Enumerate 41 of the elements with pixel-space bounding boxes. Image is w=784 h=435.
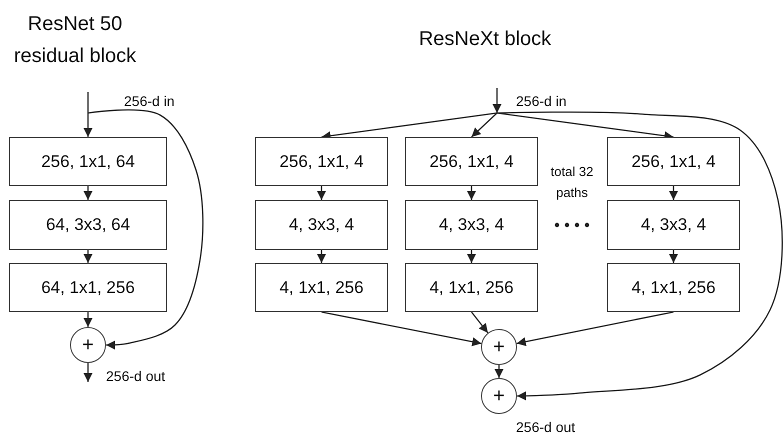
arrow <box>466 250 476 263</box>
layer-box: 64, 3x3, 64 <box>9 200 167 250</box>
layer-box: 64, 1x1, 256 <box>9 263 167 312</box>
layer-box: 256, 1x1, 4 <box>607 137 740 186</box>
layer-box: 256, 1x1, 64 <box>9 137 167 186</box>
arrow <box>83 363 93 382</box>
layer-box: 4, 1x1, 256 <box>607 263 740 312</box>
layer-box: 4, 3x3, 4 <box>607 200 740 250</box>
arrow <box>83 250 93 263</box>
arrow <box>668 186 678 200</box>
arrow <box>471 112 498 138</box>
sum-circle: + <box>70 327 106 363</box>
arrow <box>83 312 93 327</box>
sum-circle: + <box>481 378 517 414</box>
layer-box: 4, 1x1, 256 <box>405 263 538 312</box>
arrow <box>470 312 488 334</box>
arrow <box>316 186 326 200</box>
arrow <box>668 250 678 263</box>
layer-box: 256, 1x1, 4 <box>405 137 538 186</box>
arrow <box>494 365 504 378</box>
sum-circle: + <box>481 329 517 365</box>
annotation-text: 256-d in <box>124 92 176 110</box>
block-heading: ResNet 50 residual block <box>12 12 138 69</box>
arrow <box>496 111 783 400</box>
annotation-text: 256-d out <box>106 367 166 385</box>
annotation-text: 256-d in <box>516 92 568 110</box>
arrow <box>83 92 93 137</box>
layer-box: 4, 1x1, 256 <box>255 263 388 312</box>
arrow <box>83 186 93 200</box>
arrow <box>316 250 326 263</box>
layer-box: 4, 3x3, 4 <box>405 200 538 250</box>
layer-box: 256, 1x1, 4 <box>255 137 388 186</box>
arrow <box>492 88 502 113</box>
layer-box: 4, 3x3, 4 <box>255 200 388 250</box>
annotation-text: total 32 paths <box>550 163 594 202</box>
block-heading: ResNeXt block <box>418 27 552 51</box>
arrow <box>516 311 674 346</box>
arrow <box>88 109 204 350</box>
arrow <box>321 311 482 346</box>
arrow <box>466 186 476 200</box>
annotation-text: 256-d out <box>516 418 576 435</box>
